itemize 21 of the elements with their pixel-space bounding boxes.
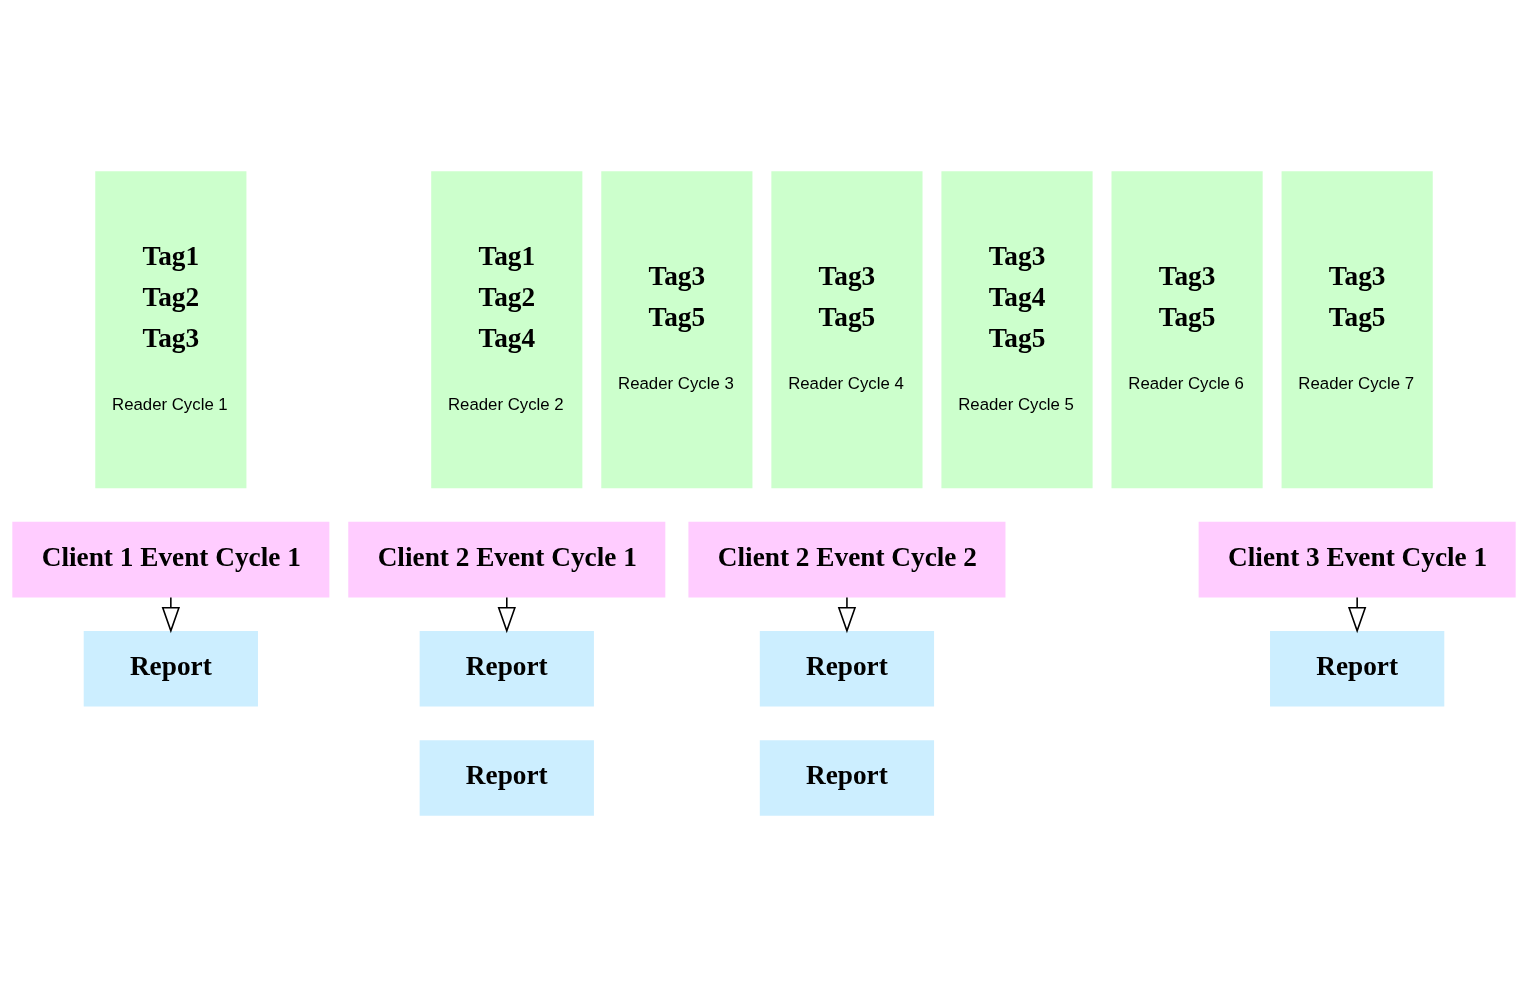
node-box: Tag3 Tag5 Reader Cycle 6 bbox=[1111, 171, 1263, 489]
node-box: Report bbox=[419, 631, 594, 707]
node-box: Tag3 Tag5 Reader Cycle 4 bbox=[771, 171, 923, 489]
arrow bbox=[497, 596, 516, 634]
arrow bbox=[161, 596, 181, 634]
node-box: Report bbox=[759, 740, 935, 816]
arrow bbox=[1347, 596, 1367, 634]
node-box: Client 2 Event Cycle 1 bbox=[348, 521, 666, 598]
node-box: Client 1 Event Cycle 1 bbox=[12, 521, 330, 598]
node-box: Report bbox=[419, 740, 594, 816]
node-box: Tag1 Tag2 Tag3 Reader Cycle 1 bbox=[95, 171, 247, 489]
node-box: Client 3 Event Cycle 1 bbox=[1198, 521, 1516, 598]
arrow bbox=[837, 596, 857, 634]
node-box: Tag3 Tag4 Tag5 Reader Cycle 5 bbox=[941, 171, 1093, 489]
node-box: Tag3 Tag5 Reader Cycle 3 bbox=[601, 171, 753, 489]
node-box: Report bbox=[759, 631, 935, 707]
node-box: Tag1 Tag2 Tag4 Reader Cycle 2 bbox=[431, 171, 583, 489]
node-box: Report bbox=[83, 631, 258, 707]
node-box: Client 2 Event Cycle 2 bbox=[688, 521, 1006, 598]
node-box: Tag3 Tag5 Reader Cycle 7 bbox=[1281, 171, 1433, 489]
node-box: Report bbox=[1270, 631, 1445, 707]
